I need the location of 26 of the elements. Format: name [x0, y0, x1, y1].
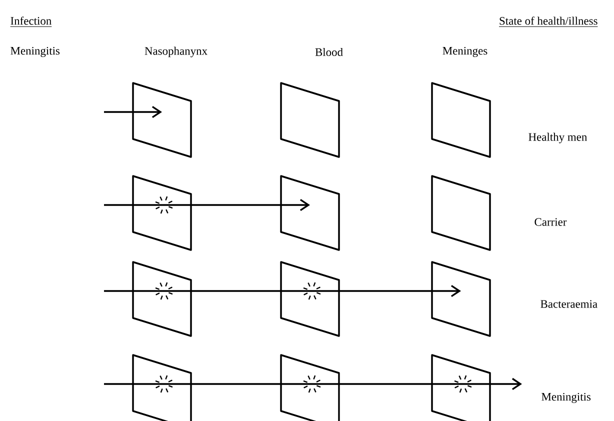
arrow — [461, 378, 522, 390]
heading: State of health/illness — [498, 16, 598, 27]
panel — [280, 261, 340, 337]
panel — [431, 175, 491, 251]
row-label: Meningitis — [542, 392, 591, 404]
column-label: Meningitis — [10, 46, 60, 58]
heading: Infection — [10, 16, 52, 27]
column-label: Blood — [315, 48, 343, 56]
panel — [132, 82, 192, 158]
row-label: Healthy men — [528, 132, 587, 144]
arrow — [162, 198, 310, 212]
arrow — [310, 284, 461, 298]
panel — [132, 261, 192, 337]
panel — [431, 82, 491, 158]
panel — [280, 175, 340, 251]
row-label: Carrier — [534, 218, 567, 226]
row-label: Bacteraemia — [540, 300, 598, 308]
arrow — [104, 106, 162, 118]
panel — [280, 354, 340, 421]
panel — [431, 354, 491, 421]
panel — [132, 175, 192, 251]
column-label: Nasophanynx — [144, 46, 208, 58]
panel — [431, 261, 491, 337]
panel — [280, 82, 340, 158]
column-label: Meninges — [442, 46, 488, 58]
panel — [132, 354, 192, 421]
